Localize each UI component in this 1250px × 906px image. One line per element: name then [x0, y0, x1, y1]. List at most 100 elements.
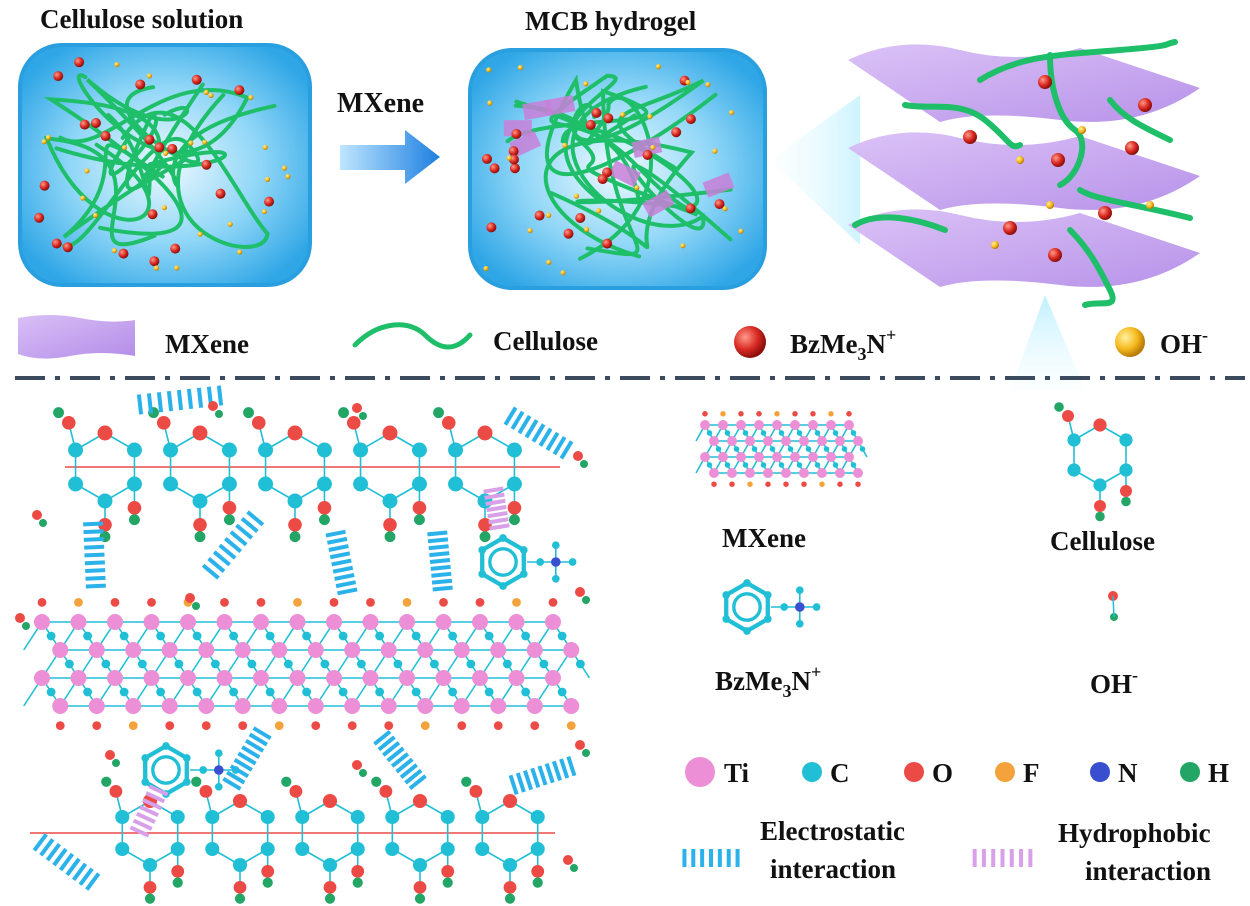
hydroxide-ball	[722, 206, 728, 212]
electrostatic-interaction	[386, 746, 405, 763]
ring-carbon	[170, 809, 185, 825]
hydroxyl-hydrogen	[509, 514, 520, 526]
hydroxide-ball	[712, 148, 718, 154]
surface-termination	[783, 481, 789, 487]
electrostatic-interaction	[544, 763, 555, 784]
carbon-atom	[850, 462, 857, 468]
carbon-atom	[706, 430, 713, 436]
carbon-atom	[83, 631, 93, 641]
cation-ball	[602, 238, 613, 249]
mxene-flake	[503, 120, 532, 137]
molecular-interaction-scheme	[15, 385, 591, 904]
titanium-atom	[526, 698, 543, 714]
hydroxyl-hydrogen	[371, 776, 382, 787]
legend-atom-n: N	[1118, 758, 1138, 788]
cellulose-strand	[1067, 227, 1116, 308]
ring-oxygen	[502, 793, 518, 809]
ring-carbon	[722, 591, 731, 599]
hydroxyl-oxygen	[323, 881, 337, 894]
hydroxide-ball	[188, 140, 194, 146]
ring-carbon	[385, 841, 400, 857]
mxene-legend-icon	[18, 315, 135, 359]
cellulose-solution-contents	[34, 57, 291, 271]
ring-carbon	[221, 442, 237, 458]
titanium-atom	[736, 452, 746, 462]
electrostatic-interaction	[65, 857, 81, 877]
hydroxide-hydrogen	[112, 759, 120, 767]
electrostatic-interaction	[78, 867, 94, 886]
ring-oxygen	[382, 425, 398, 441]
electrostatic-interaction	[235, 523, 254, 540]
electrostatic-interaction	[431, 571, 452, 578]
ring-carbon	[506, 442, 522, 458]
cation-ball	[90, 117, 101, 128]
carbon-atom	[192, 631, 202, 641]
electrostatic-interaction	[229, 530, 248, 547]
surface-termination	[92, 721, 102, 730]
hydroxyl-hydrogen	[532, 877, 543, 888]
legend-oh-label: OH-	[1160, 325, 1208, 359]
surface-termination	[366, 598, 375, 607]
surface-termination	[801, 481, 807, 487]
hydroxide-ball	[527, 227, 533, 234]
titanium-atom	[52, 698, 69, 714]
hydroxide-oxygen	[575, 587, 585, 597]
cation-ball	[154, 142, 165, 153]
surface-termination	[493, 721, 503, 730]
cellulose-strand	[549, 73, 641, 204]
electrostatic-interaction	[146, 393, 154, 414]
carbon-atom	[742, 430, 749, 436]
hydroxide-ball	[202, 139, 208, 145]
surface-termination	[837, 481, 843, 487]
hydroxide-hydrogen	[359, 412, 367, 420]
hydrophobic-interaction	[148, 784, 169, 797]
titanium-atom	[844, 420, 854, 430]
carbon-atom	[466, 659, 476, 669]
hydroxyl-hydrogen	[414, 514, 425, 526]
titanium-atom	[700, 420, 710, 430]
ring-carbon	[141, 754, 150, 762]
cation-ball	[170, 243, 181, 254]
cation-ball	[191, 74, 202, 85]
hydroxyl-oxygen	[199, 785, 213, 798]
electrostatic-interaction	[538, 427, 553, 447]
titanium-atom	[545, 614, 561, 630]
bond	[1112, 595, 1115, 618]
electrostatic-interaction	[201, 563, 220, 580]
hydroxide-ball	[227, 221, 233, 227]
carbon-atom	[174, 659, 184, 669]
cellulose-strand	[1107, 97, 1173, 143]
legend-atom-o: O	[932, 758, 953, 788]
surface-termination	[702, 411, 708, 417]
cation-ball	[118, 248, 129, 259]
hydroxyl-oxygen	[346, 416, 361, 430]
hydroxide-ball	[685, 79, 691, 85]
carbon-atom	[502, 659, 512, 669]
legend-atom-f-icon	[995, 762, 1015, 782]
cation-ball	[264, 196, 275, 207]
hydroxide-ball	[114, 61, 120, 68]
electrostatic-interaction	[508, 774, 519, 795]
cation-ball	[1098, 206, 1112, 220]
surface-termination	[147, 598, 156, 607]
hydroxyl-hydrogen	[243, 407, 254, 419]
titanium-atom	[307, 642, 324, 658]
titanium-atom	[326, 614, 342, 630]
ring-carbon	[350, 809, 365, 825]
hydrophobic-interaction	[488, 517, 509, 525]
ring-oxygen	[477, 425, 493, 441]
electrostatic-interaction	[83, 537, 104, 542]
hydroxide-hydrogen	[39, 519, 47, 527]
surface-termination	[439, 598, 448, 607]
hydrophobic-interaction	[483, 486, 504, 494]
carbon-atom	[814, 462, 821, 468]
electrostatic-interaction	[537, 765, 548, 786]
titanium-atom	[472, 670, 488, 686]
hydroxyl-hydrogen	[1095, 511, 1105, 522]
ring-oxygen	[287, 425, 303, 441]
hydroxide-ball	[264, 176, 271, 182]
hydroxide-oxygen	[352, 760, 362, 770]
hydroxide-ball	[991, 241, 999, 249]
carbon-atom	[539, 659, 549, 669]
surface-termination	[747, 481, 753, 487]
